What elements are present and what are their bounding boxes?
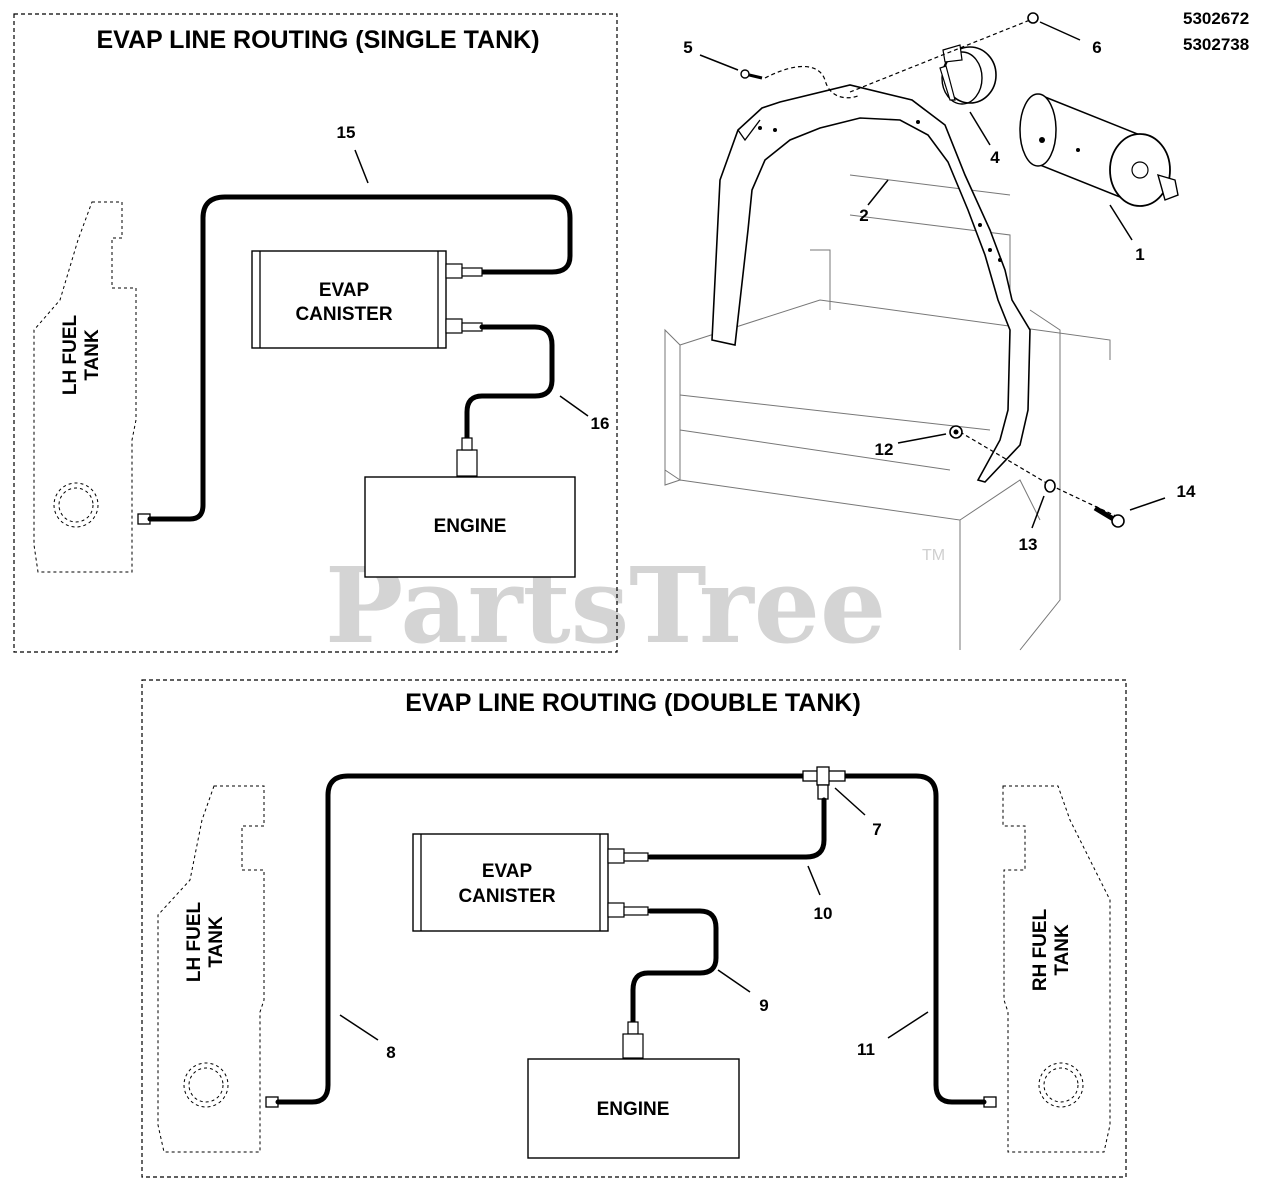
double-lh-tank-label-1: LH FUEL (184, 902, 205, 983)
double-tank-panel: EVAP LINE ROUTING (DOUBLE TANK) LH FUEL … (141, 679, 1127, 1178)
hose-16 (464, 324, 555, 441)
double-lh-tank-cap (183, 1062, 229, 1108)
callout-8: 8 (386, 1043, 395, 1062)
callout-4: 4 (990, 148, 1000, 167)
single-lh-tank-cap (53, 482, 99, 528)
tee-fitting-7 (802, 766, 846, 800)
single-lh-tank-label-2: TANK (82, 329, 103, 381)
hose-10 (647, 797, 827, 860)
double-tank-title: EVAP LINE ROUTING (DOUBLE TANK) (405, 689, 861, 717)
single-lh-tank-label-1: LH FUEL (60, 315, 81, 396)
callout-14: 14 (1177, 482, 1196, 501)
double-rh-tank-label-2: TANK (1052, 924, 1073, 976)
part-number-1: 5302672 (1183, 9, 1249, 28)
callout-1: 1 (1135, 245, 1144, 264)
double-rh-tank-label-1: RH FUEL (1030, 908, 1051, 991)
double-lh-tank-label-2: TANK (206, 916, 227, 968)
single-tank-frame (13, 13, 618, 653)
callout-6: 6 (1092, 38, 1101, 57)
double-tank-frame (141, 679, 1127, 1178)
hose-15 (147, 194, 573, 522)
single-tank-title: EVAP LINE ROUTING (SINGLE TANK) (96, 26, 539, 54)
double-rh-tank-cap (1038, 1062, 1084, 1108)
exploded-view: 1 2 4 5 6 12 13 14 (664, 12, 1196, 651)
canister-part-1 (1019, 93, 1179, 207)
single-engine: ENGINE (364, 437, 576, 578)
callout-11: 11 (857, 1040, 875, 1059)
hose-9 (630, 908, 719, 1025)
callout-10: 10 (814, 904, 833, 923)
callout-9: 9 (759, 996, 768, 1015)
double-engine: ENGINE (527, 1021, 740, 1159)
callout-15: 15 (337, 123, 356, 142)
single-lh-tank-outline (33, 201, 137, 573)
single-evap-canister: EVAP CANISTER (251, 250, 483, 349)
double-engine-label: ENGINE (597, 1099, 670, 1120)
callout-5: 5 (683, 38, 692, 57)
hose-11 (839, 773, 987, 1105)
watermark-tm: TM (922, 547, 945, 564)
single-tank-panel: EVAP LINE ROUTING (SINGLE TANK) LH FUEL … (13, 13, 618, 653)
hose-8 (275, 773, 809, 1105)
bracket-2 (711, 84, 1031, 483)
double-canister-label-1: EVAP (482, 861, 533, 882)
part-number-2: 5302738 (1183, 35, 1249, 54)
single-engine-label: ENGINE (434, 516, 507, 537)
strap-part-4 (939, 44, 997, 105)
single-canister-label-2: CANISTER (295, 304, 392, 325)
double-lh-tank-outline (157, 785, 265, 1153)
double-canister-label-2: CANISTER (458, 886, 555, 907)
double-evap-canister: EVAP CANISTER (412, 833, 649, 932)
callout-12: 12 (875, 440, 894, 459)
callout-13: 13 (1019, 535, 1038, 554)
callout-2: 2 (859, 206, 868, 225)
single-canister-label-1: EVAP (319, 280, 370, 301)
callout-16: 16 (591, 414, 610, 433)
callout-7: 7 (872, 820, 881, 839)
